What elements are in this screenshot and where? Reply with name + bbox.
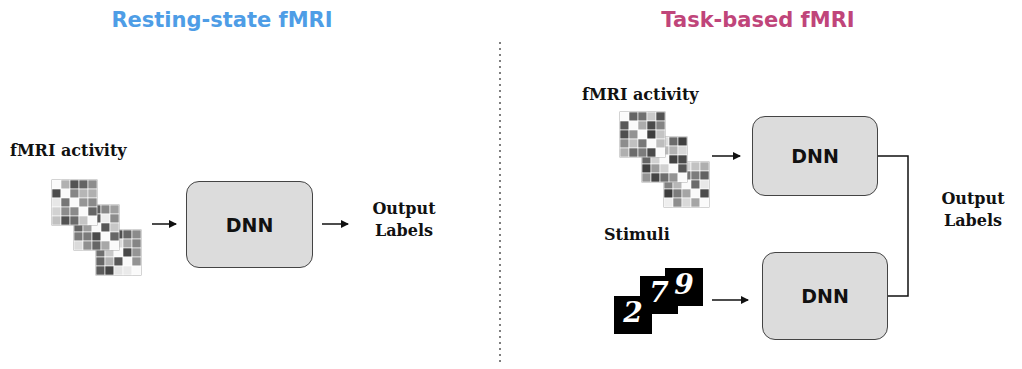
section-heading: Resting-state fMRI <box>111 8 332 32</box>
box-label: DNN <box>801 285 849 307</box>
dnn-box: DNN <box>186 181 313 268</box>
box-label: DNN <box>226 214 274 236</box>
input-arrow <box>712 155 740 157</box>
input-label: fMRI activity <box>582 84 699 106</box>
dnn-box: DNN <box>762 252 888 340</box>
stimulus-digit: 7 <box>640 279 678 307</box>
fmri-matrices <box>52 112 709 275</box>
dnn-box: DNN <box>752 116 878 196</box>
input-label: fMRI activity <box>10 140 127 162</box>
stimulus-digit: 2 <box>614 299 652 327</box>
stimulus-digit: 9 <box>665 271 703 299</box>
output-label: Output Labels <box>926 188 1020 231</box>
output-label: Output Labels <box>356 198 452 241</box>
divider <box>499 42 501 366</box>
output-arrow <box>322 223 348 225</box>
input-arrow <box>712 299 748 301</box>
box-label: DNN <box>791 145 839 167</box>
section-heading: Task-based fMRI <box>661 8 854 32</box>
input-label: Stimuli <box>604 224 670 246</box>
input-arrow <box>152 223 176 225</box>
stimulus-images <box>614 268 703 334</box>
